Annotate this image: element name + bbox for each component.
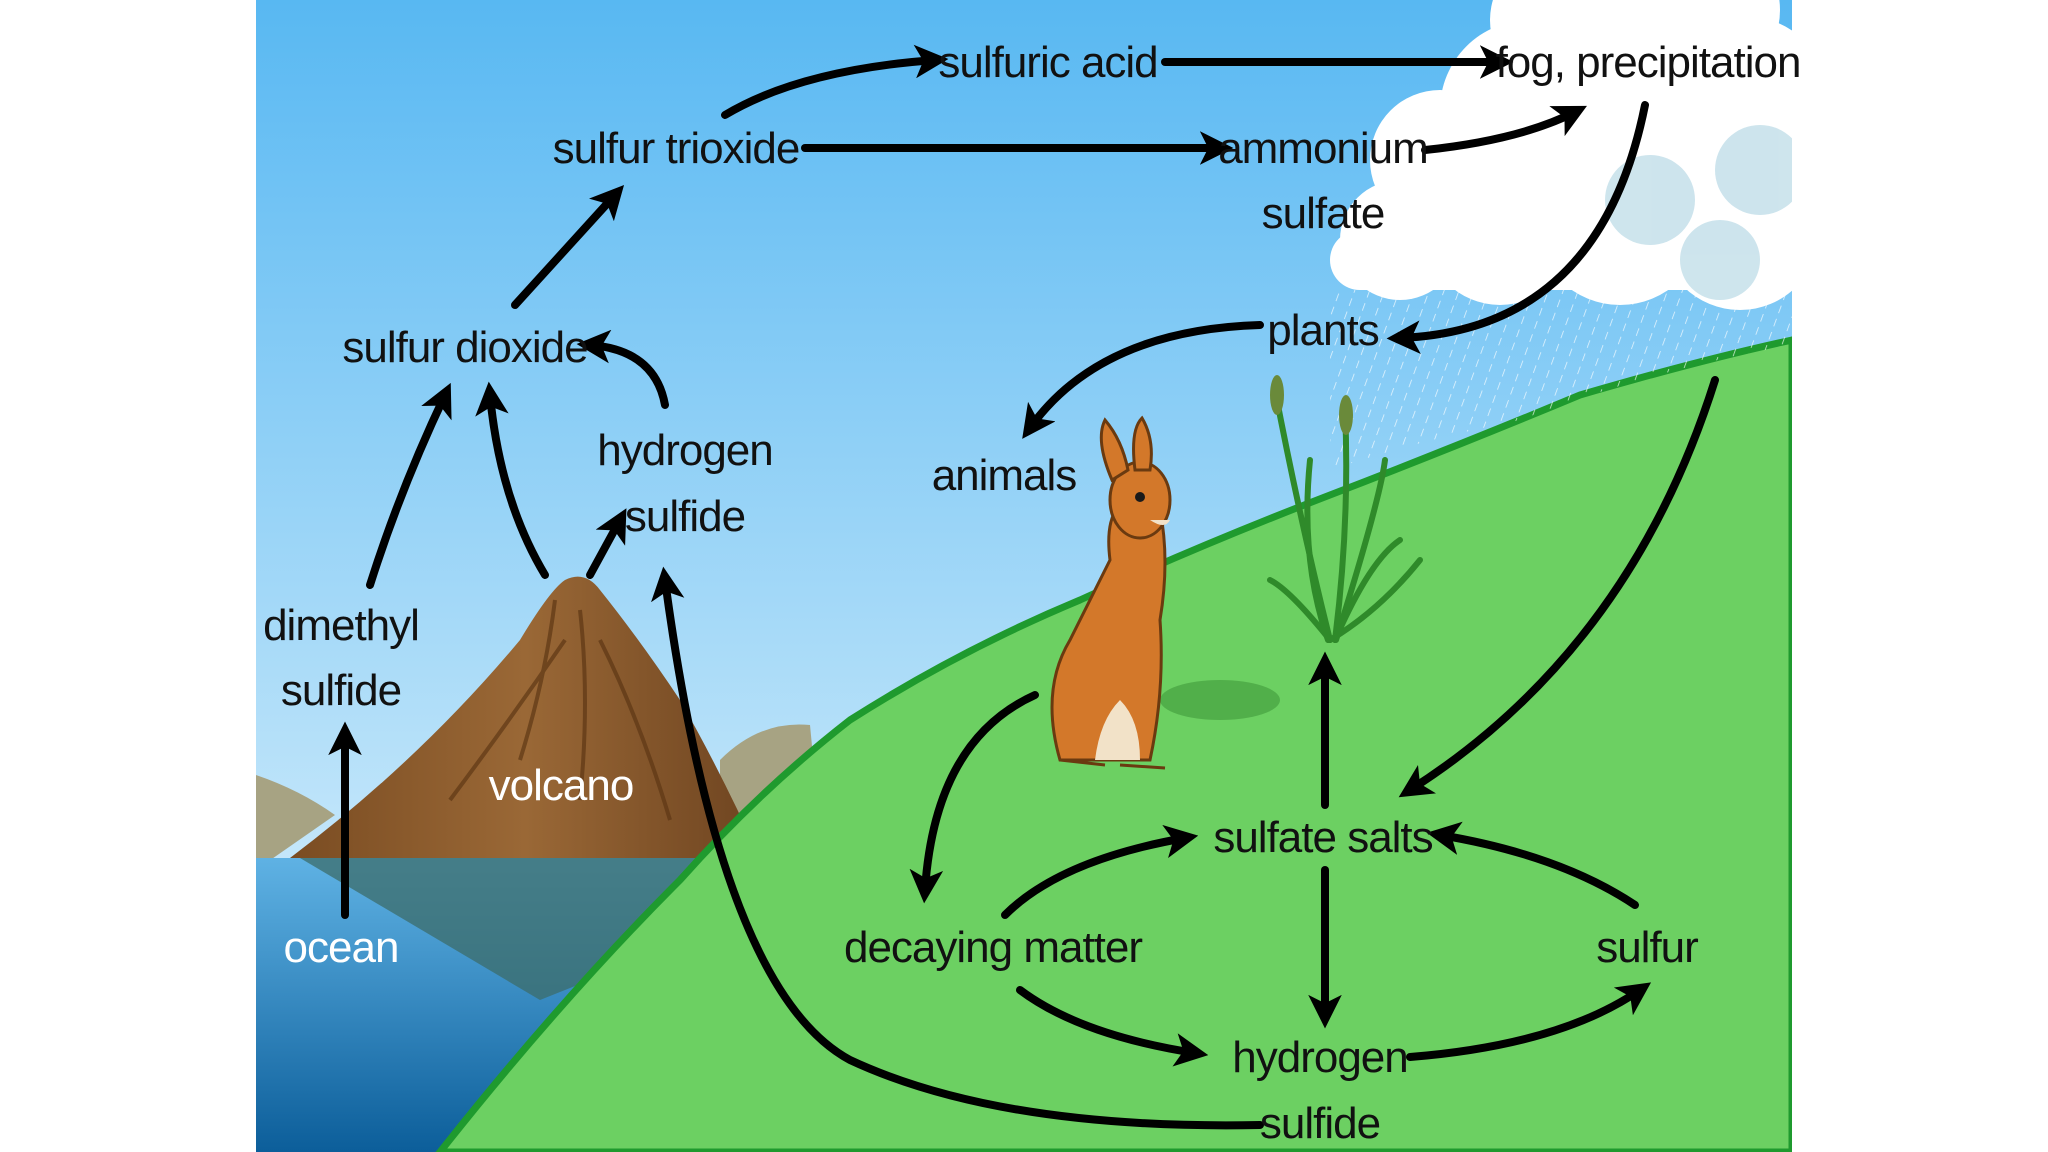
arrow-volcano-to-h2s: [586, 508, 627, 579]
label-sulfur: sulfur: [1596, 923, 1698, 972]
label-sulfide-air: sulfide: [625, 492, 745, 541]
arrow-plants-to-animals: [1022, 321, 1264, 439]
label-ammonium-sulfate: sulfate: [1262, 189, 1385, 238]
labels: sulfuric acid fog, precipitation sulfur …: [263, 38, 1801, 1148]
label-ocean: ocean: [284, 923, 399, 972]
arrow-volcano-to-dioxide: [475, 381, 549, 579]
label-dimethyl: dimethyl: [263, 601, 419, 650]
distant-hill-left: [256, 775, 335, 870]
label-sulfur-trioxide: sulfur trioxide: [553, 124, 800, 173]
arrows: [328, 44, 1719, 1130]
label-sulfur-dioxide: sulfur dioxide: [342, 323, 587, 372]
arrow-sulfur-to-sulfate-salts: [1426, 821, 1639, 909]
arrow-dimethyl-to-dioxide: [366, 382, 452, 589]
label-hydrogen-air: hydrogen: [597, 426, 772, 475]
plant-grass-clump: [1267, 387, 1423, 643]
arrow-h2s-to-dioxide: [576, 329, 669, 409]
arrow-fog-to-plants: [1386, 101, 1649, 354]
arrow-h2s-ground-to-sulfur: [1406, 982, 1652, 1061]
volcano-reflection: [300, 858, 740, 1000]
volcano-mountain: [290, 576, 760, 858]
volcano-ridges: [448, 599, 672, 821]
arrow-decaying-to-h2s-ground: [1016, 986, 1209, 1067]
label-dimethyl-sulfide: sulfide: [281, 666, 401, 715]
plant-seed-head-right: [1339, 395, 1353, 435]
rabbit: [1050, 415, 1280, 770]
arrow-trioxide-to-sulfuric-acid: [721, 44, 949, 119]
scene: [256, 0, 1792, 1152]
label-sulfate-salts: sulfate salts: [1213, 813, 1432, 862]
label-hydrogen-ground: hydrogen: [1232, 1033, 1407, 1082]
label-volcano: volcano: [489, 761, 634, 810]
arrow-dioxide-to-trioxide: [511, 185, 625, 309]
arrow-rain-to-sulfate-salts: [1398, 376, 1719, 798]
label-fog-precipitation: fog, precipitation: [1496, 38, 1801, 87]
label-decaying-matter: decaying matter: [844, 923, 1142, 972]
label-sulfide-ground: sulfide: [1260, 1099, 1380, 1148]
arrow-ammonium-to-fog: [1421, 105, 1587, 154]
plant-seed-head-left: [1270, 375, 1284, 415]
label-sulfuric-acid: sulfuric acid: [938, 38, 1157, 87]
arrow-h2s-ground-to-h2s-air: [651, 566, 1264, 1130]
label-animals: animals: [932, 451, 1077, 500]
label-ammonium: ammonium: [1218, 124, 1428, 173]
arrow-rabbit-to-decaying: [909, 691, 1039, 904]
label-plants: plants: [1267, 306, 1378, 355]
arrow-decaying-to-sulfate-salts: [1001, 824, 1199, 919]
